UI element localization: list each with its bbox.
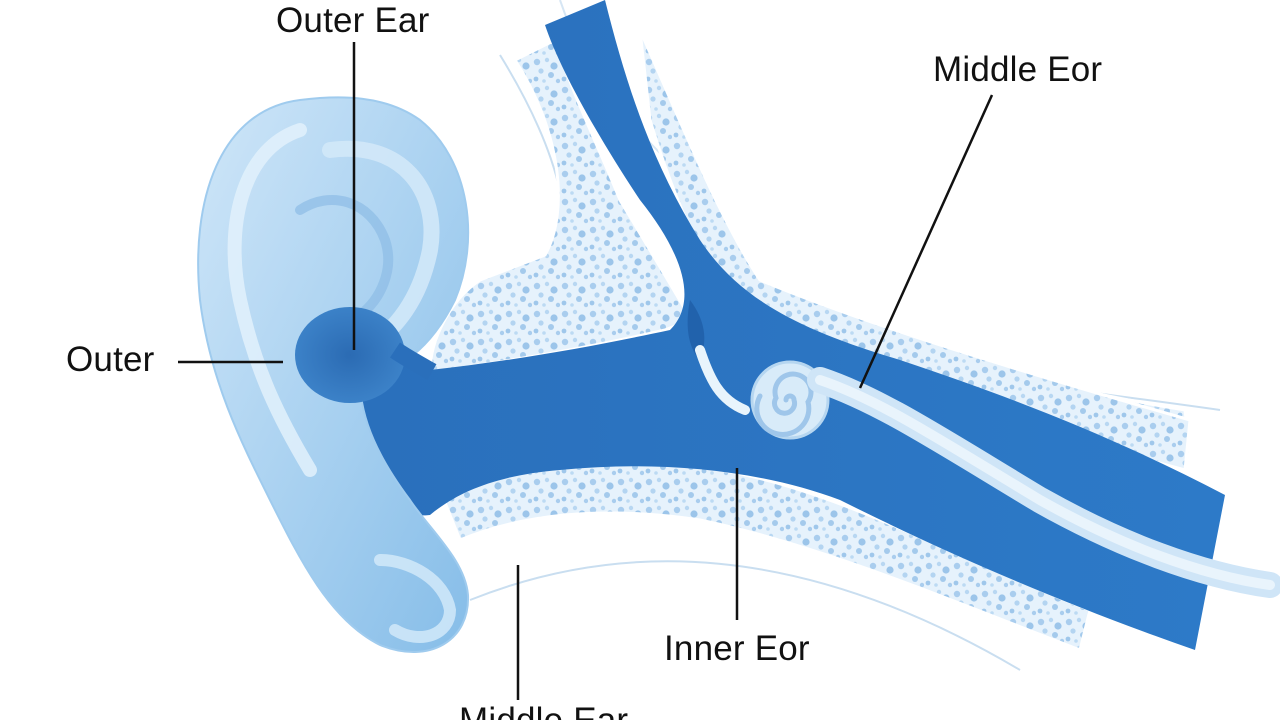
- earlobe: [374, 554, 457, 644]
- skull-outline-lower: [469, 560, 1021, 671]
- label-outer-ear-top: Outer Ear: [276, 1, 430, 40]
- ossicles: [695, 345, 750, 415]
- label-outer-left: Outer: [66, 340, 155, 379]
- label-inner-ear: Inner Eor: [664, 629, 810, 668]
- eardrum: [687, 300, 705, 360]
- concha: [295, 307, 405, 403]
- leader-middle-ear-right: [858, 94, 994, 389]
- label-middle-ear-right: Middle Eor: [933, 50, 1103, 89]
- label-middle-ear-bottom: Middle Ear: [459, 703, 628, 720]
- helix-fold: [227, 123, 317, 477]
- ear-canal: [290, 0, 1225, 650]
